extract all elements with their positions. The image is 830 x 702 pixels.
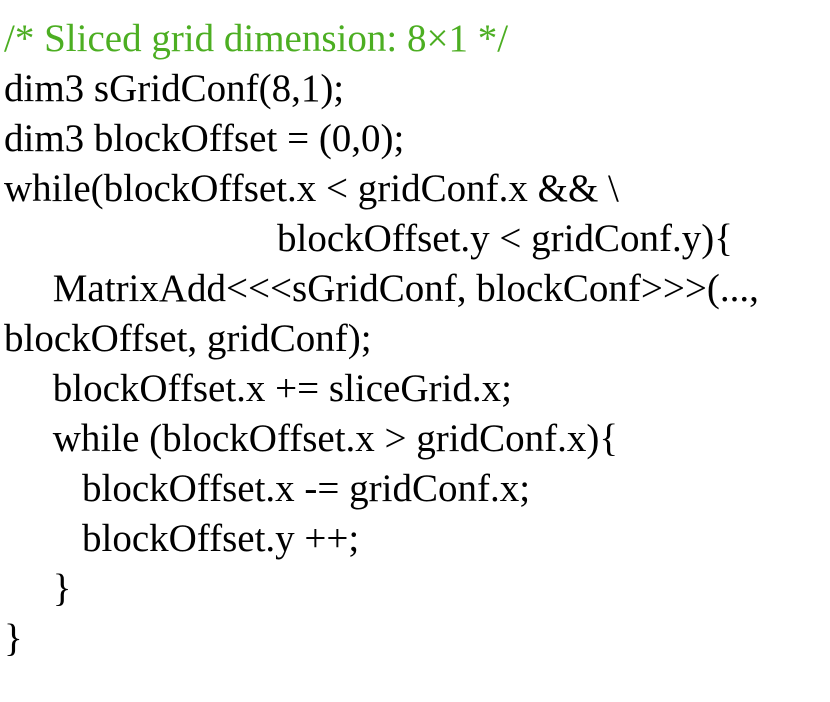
comment-line: /* Sliced grid dimension: 8×1 */ [4,17,509,60]
code-line-offset-decrement: blockOffset.x -= gridConf.x; [4,467,531,510]
code-line-matrixadd-cont: blockOffset, gridConf); [4,317,372,360]
code-snippet: /* Sliced grid dimension: 8×1 */ dim3 sG… [4,14,759,664]
code-line-close-brace-outer: } [4,617,23,660]
code-line-offset-increment: blockOffset.x += sliceGrid.x; [4,367,512,410]
code-line-while-outer: while(blockOffset.x < gridConf.x && \ [4,167,619,210]
code-line-close-brace-inner: } [4,567,72,610]
code-line-matrixadd: MatrixAdd<<<sGridConf, blockConf>>>(..., [4,267,759,310]
code-line-while-cont: blockOffset.y < gridConf.y){ [4,217,733,260]
code-line-offset-y-inc: blockOffset.y ++; [4,517,360,560]
code-line-while-inner: while (blockOffset.x > gridConf.x){ [4,417,619,460]
code-line-dim3-sgridconf: dim3 sGridConf(8,1); [4,67,345,110]
code-line-dim3-blockoffset: dim3 blockOffset = (0,0); [4,117,405,160]
